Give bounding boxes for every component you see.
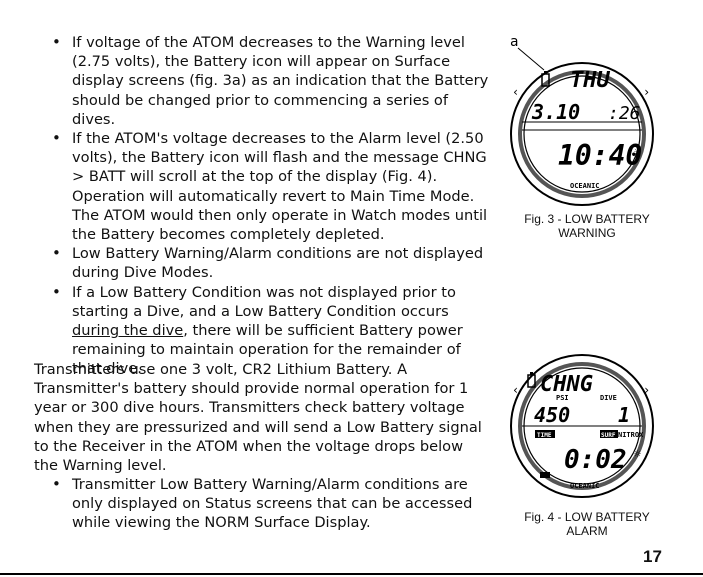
fig4-watch-display: CHNG PSI DIVE 450 1 TIME SURF NITROX 0:0… xyxy=(510,354,654,498)
bottom-rule xyxy=(0,573,703,575)
fig4-pressure: 450 xyxy=(534,403,570,427)
fig4-light-icon: ☼ xyxy=(634,447,641,461)
bullet-transmitter-status: Transmitter Low Battery Warning/Alarm co… xyxy=(34,475,489,533)
fig4-dive-number: 1 xyxy=(618,403,630,427)
fig3-brand: OCEANIC xyxy=(570,182,600,190)
underlined-phrase: during the dive xyxy=(72,322,184,340)
bullet-dive-mode: Low Battery Warning/Alarm conditions are… xyxy=(34,244,489,282)
page-number: 17 xyxy=(643,547,662,566)
fig4-dive-label: DIVE xyxy=(600,394,617,402)
fig3-day: THU xyxy=(570,68,610,93)
fig4-caption: Fig. 4 - LOW BATTERY ALARM xyxy=(524,510,650,538)
fig3-right-chevron: › xyxy=(643,85,650,99)
fig4-time: 0:02 xyxy=(564,445,627,475)
transmitter-paragraph: Transmitters use one 3 volt, CR2 Lithium… xyxy=(34,361,482,475)
fig4-message: CHNG xyxy=(540,372,593,397)
fig3-watch-display: a THU 3.10 :26 10:40 ☼ OCEANIC ‹ › xyxy=(510,34,654,206)
bullet-warning-level: If voltage of the ATOM decreases to the … xyxy=(34,33,489,129)
bullet-alarm-level: If the ATOM's voltage decreases to the A… xyxy=(34,129,489,244)
fig3-left-chevron: ‹ xyxy=(512,85,519,99)
fig4-left-chevron: ‹ xyxy=(512,383,519,397)
fig4-small-battery-icon xyxy=(540,472,550,478)
fig3-caption: Fig. 3 - LOW BATTERY WARNING xyxy=(524,212,650,240)
fig4-time-label: TIME xyxy=(537,432,552,439)
fig3-time: 10:40 xyxy=(558,139,642,172)
fig3-light-icon: ☼ xyxy=(634,145,641,159)
fig3-callout-label: a xyxy=(510,34,518,50)
fig4-psi-label: PSI xyxy=(556,394,569,402)
bottom-bullet-list: Transmitter Low Battery Warning/Alarm co… xyxy=(34,475,489,533)
fig4-surf-label: SURF xyxy=(601,432,616,439)
fig3-date: 3.10 xyxy=(531,100,580,124)
top-bullet-list: If voltage of the ATOM decreases to the … xyxy=(34,33,489,379)
fig3-seconds: :26 xyxy=(608,103,641,124)
bullet-during-dive: If a Low Battery Condition was not displ… xyxy=(34,283,489,379)
fig4-brand: OCEANIC xyxy=(570,482,600,490)
fig4-right-chevron: › xyxy=(643,383,650,397)
fig4-nitrox-label: NITROX xyxy=(618,431,644,439)
